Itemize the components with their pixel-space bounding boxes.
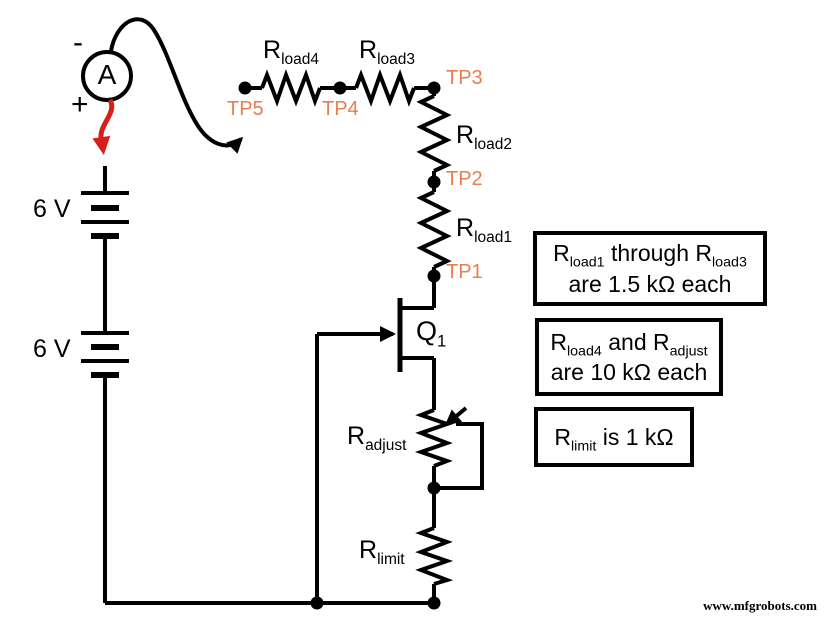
- transistor-q1-symbol: [315, 298, 436, 603]
- junction-dots: [238, 81, 441, 610]
- rload3-label: Rload3: [359, 36, 415, 68]
- resistor-radjust-potentiometer: [414, 406, 484, 490]
- meter-probe-curve-arrow: [109, 17, 244, 154]
- testpoint-tp5-label: TP5: [227, 98, 264, 120]
- testpoint-tp1-label: TP1: [446, 261, 483, 283]
- ammeter-symbol: [81, 50, 133, 102]
- ammeter-plus-label: +: [71, 88, 89, 121]
- red-current-arrow: [92, 98, 115, 155]
- rload2-label: Rload2: [456, 121, 512, 153]
- testpoint-tp2-label: TP2: [446, 168, 483, 190]
- resistor-rload3: [354, 69, 434, 107]
- rload1-label: Rload1: [456, 214, 512, 246]
- battery-stack: [81, 166, 129, 603]
- note-line: Rlimit is 1 kΩ: [554, 423, 674, 455]
- testpoint-tp4-label: TP4: [322, 98, 359, 120]
- note-box-rload4-radjust: Rload4 and Radjust are 10 kΩ each: [535, 318, 723, 396]
- note-line: are 10 kΩ each: [550, 359, 708, 385]
- ammeter-minus-label: -: [73, 26, 83, 59]
- testpoint-tp3-label: TP3: [446, 67, 483, 89]
- note-box-rlimit: Rlimit is 1 kΩ: [534, 407, 694, 467]
- rload4-label: Rload4: [263, 36, 319, 68]
- ammeter-letter: A: [97, 59, 117, 90]
- radjust-label: Radjust: [347, 422, 407, 454]
- note-box-rload1-3: Rload1 through Rload3 are 1.5 kΩ each: [533, 231, 767, 306]
- transistor-q1-label: Q1: [416, 316, 447, 351]
- note-line: Rload1 through Rload3: [553, 240, 747, 271]
- watermark-text: www.mfgrobots.com: [703, 598, 817, 613]
- battery2-voltage-label: 6 V: [33, 335, 71, 363]
- note-line: Rload4 and Radjust: [550, 328, 708, 360]
- rlimit-label: Rlimit: [359, 536, 405, 568]
- note-line: are 1.5 kΩ each: [568, 270, 732, 297]
- resistor-rlimit: [415, 488, 454, 603]
- resistor-rload1: [416, 190, 452, 308]
- battery1-voltage-label: 6 V: [33, 195, 71, 223]
